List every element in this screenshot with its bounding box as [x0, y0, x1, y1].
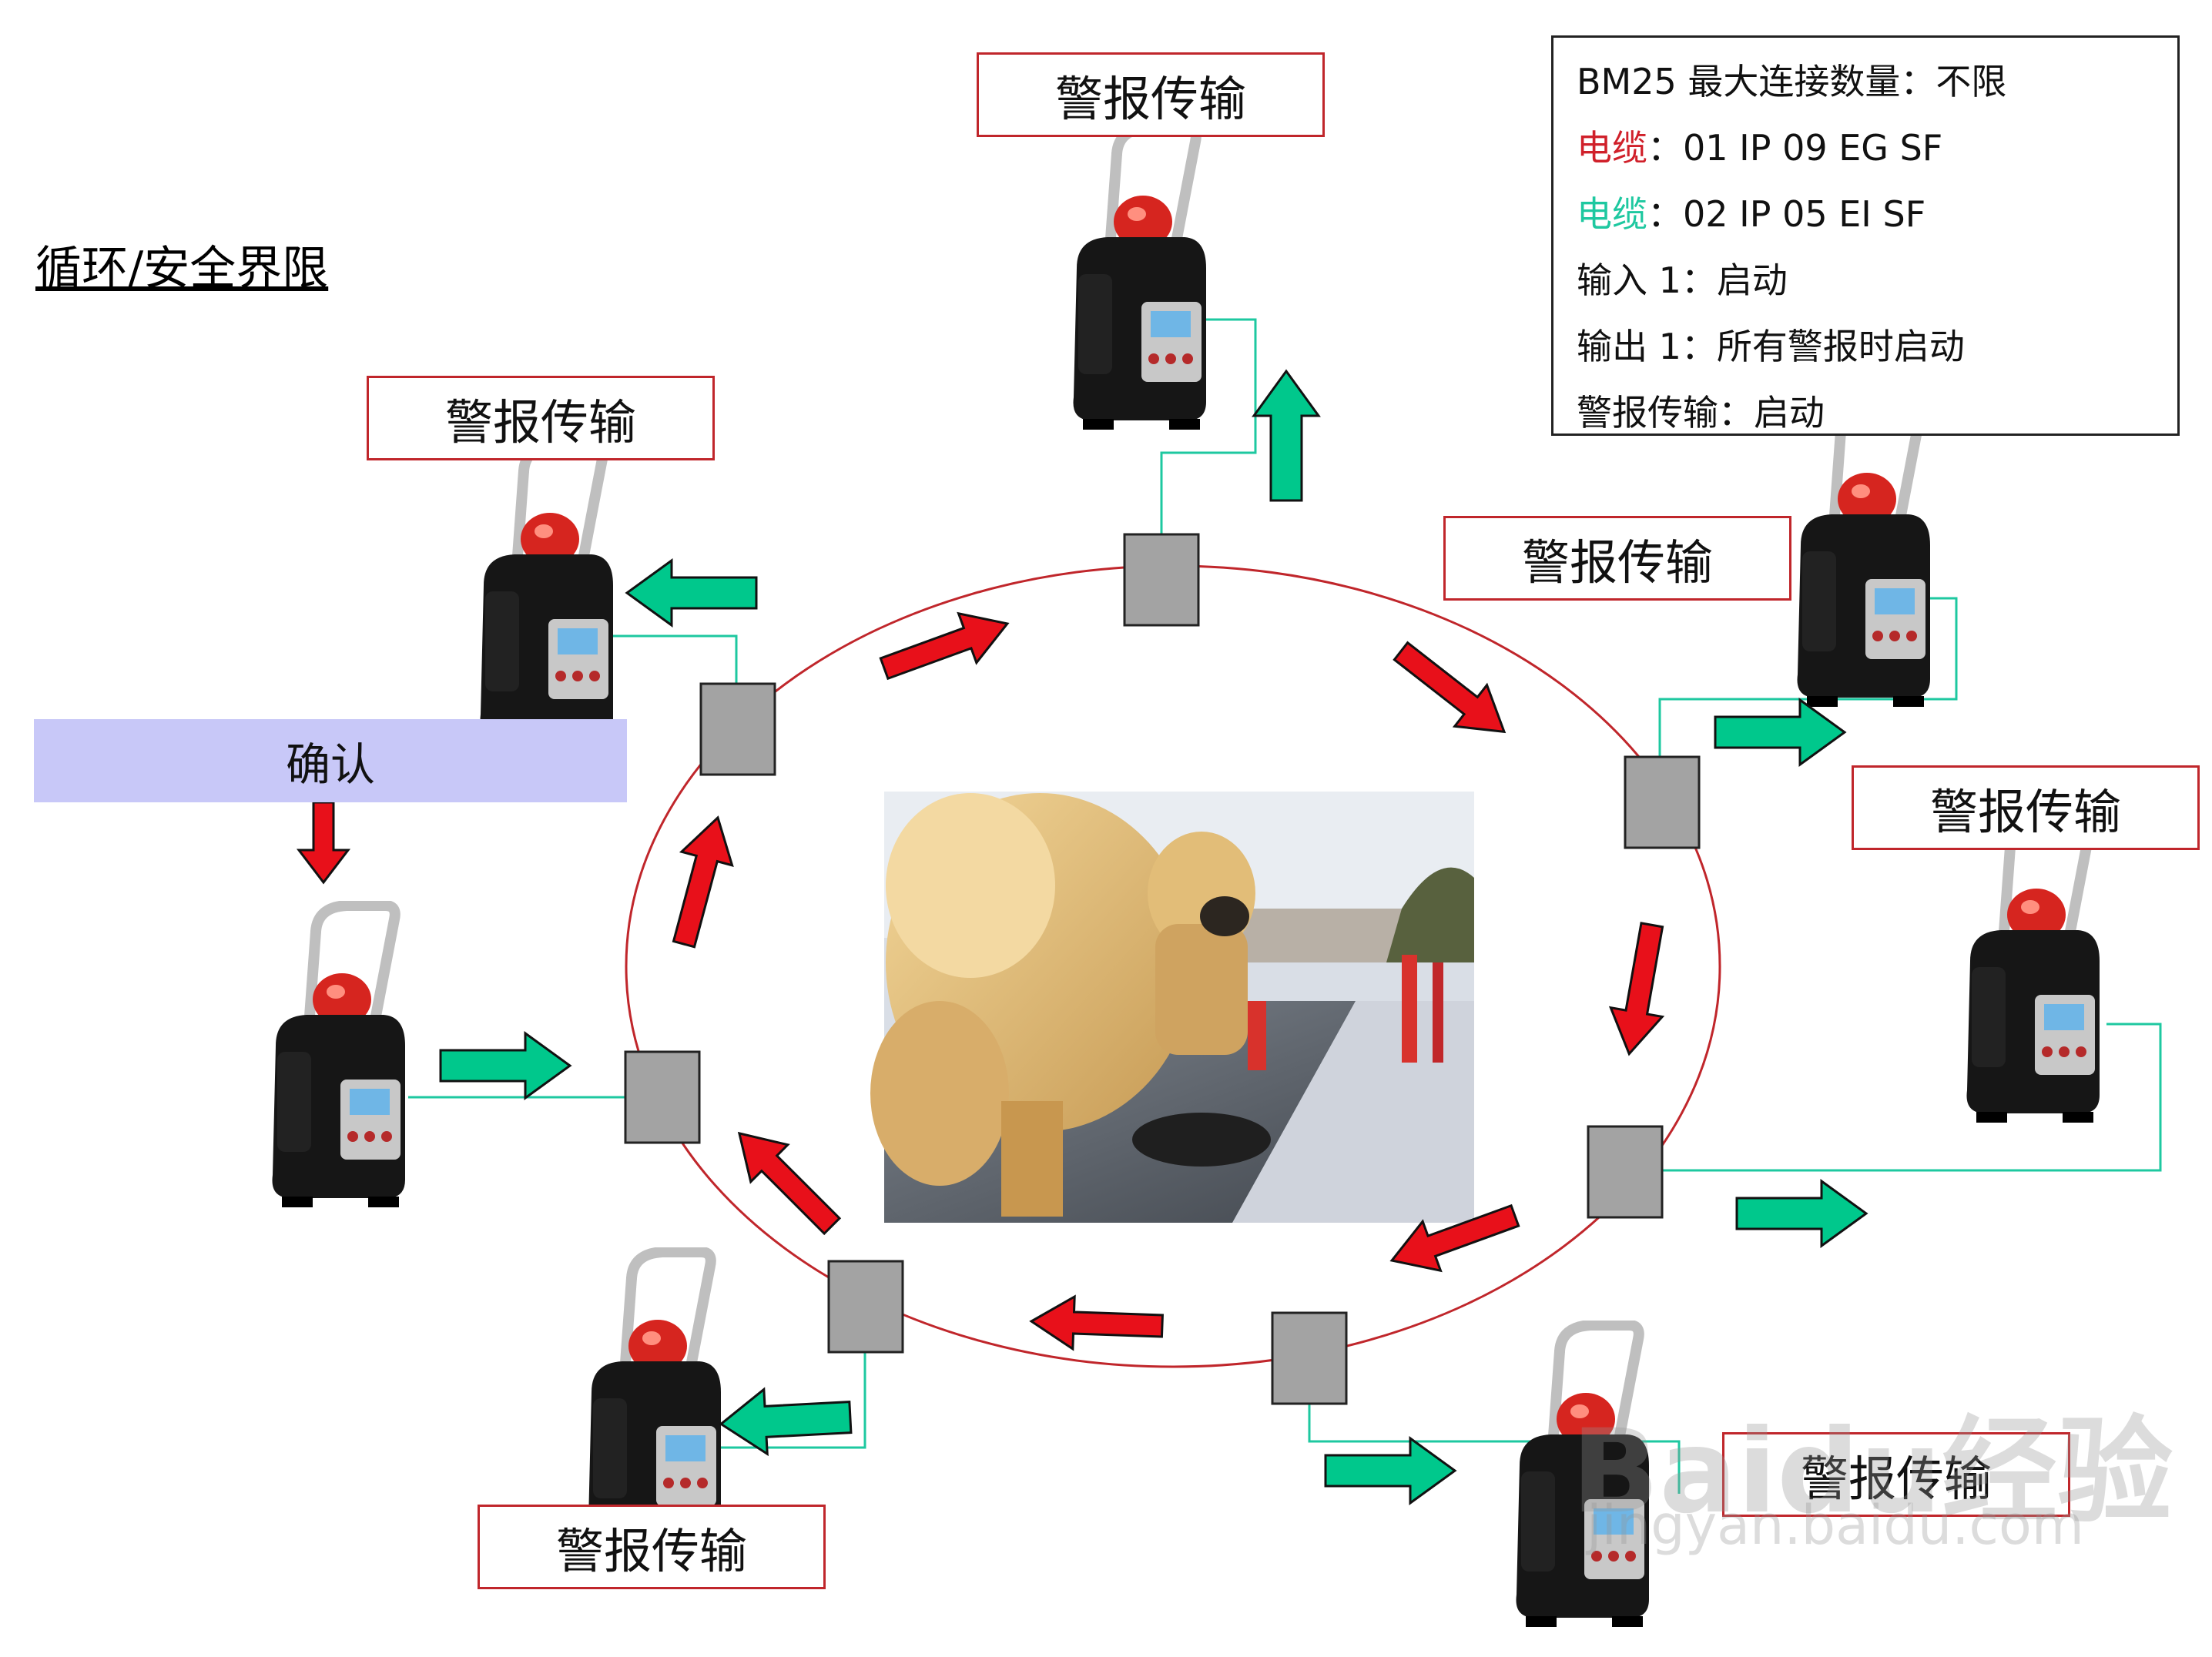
gas-detector-device	[1798, 405, 1931, 707]
ring-node	[1123, 533, 1200, 627]
red-arrow	[1029, 1294, 1164, 1351]
red-arrow	[737, 1131, 842, 1236]
info-max-connections: BM25 最大连接数量：不限	[1577, 61, 2007, 102]
photo-hazmat-workers	[870, 792, 1474, 1223]
cable-2-code: 02 IP 05 EI SF	[1683, 193, 1926, 235]
red-arrows	[296, 611, 1665, 1351]
watermark-url: jingyan.baidu.com	[1587, 1494, 2084, 1557]
gas-detector-device	[481, 445, 614, 747]
ring-nodes	[624, 533, 1701, 1405]
ring-node	[1271, 1311, 1348, 1405]
alarm-transmission-label: 警报传输	[478, 1505, 826, 1589]
green-arrows	[439, 369, 1868, 1505]
ring-node	[1587, 1125, 1664, 1219]
alarm-transmission-label: 警报传输	[1852, 765, 2200, 850]
red-arrow	[672, 815, 734, 949]
red-arrow	[1393, 641, 1507, 734]
cable-1-code: 01 IP 09 EG SF	[1683, 127, 1943, 169]
ring-node	[1624, 755, 1701, 849]
cable-2-word: 电缆	[1577, 193, 1647, 235]
ring-node	[827, 1260, 904, 1354]
info-panel: BM25 最大连接数量：不限 电缆：01 IP 09 EG SF 电缆：02 I…	[1551, 35, 2180, 436]
gas-detector-device	[1967, 821, 2100, 1123]
cable-1-sep: ：	[1647, 127, 1683, 169]
red-arrow	[1389, 1203, 1520, 1273]
alarm-transmission-label: 警报传输	[367, 376, 715, 460]
info-cable-2: 电缆：02 IP 05 EI SF	[1577, 181, 2177, 247]
info-input-1: 输入 1：启动	[1577, 259, 1788, 301]
gas-detector-device	[1074, 128, 1207, 430]
green-arrow	[439, 1031, 572, 1100]
green-arrow	[719, 1387, 853, 1457]
green-arrow	[1714, 698, 1847, 767]
cable-lines	[408, 318, 2162, 1494]
ring-node	[699, 682, 776, 776]
info-alarm-transmission: 警报传输：启动	[1577, 392, 1825, 433]
green-arrow	[1735, 1179, 1868, 1248]
green-arrow	[625, 558, 758, 628]
red-arrow	[1608, 922, 1665, 1056]
confirm-label: 确认	[34, 719, 627, 802]
cable-1-word: 电缆	[1577, 127, 1647, 169]
info-cable-1: 电缆：01 IP 09 EG SF	[1577, 115, 2177, 181]
diagram-title: 循环/安全界限	[35, 242, 329, 296]
gas-detector-device	[273, 905, 406, 1207]
green-arrow	[1324, 1436, 1457, 1505]
cable-2-sep: ：	[1647, 193, 1683, 235]
info-output-1: 输出 1：所有警报时启动	[1577, 326, 1965, 367]
red-arrow	[879, 611, 1010, 681]
green-arrow	[1252, 369, 1321, 502]
alarm-transmission-label: 警报传输	[977, 52, 1325, 137]
ring-node	[624, 1050, 701, 1144]
red-arrow	[296, 801, 351, 885]
watermark-logo: Baidu经验	[1571, 1405, 2173, 1539]
alarm-transmission-label: 警报传输	[1722, 1432, 2070, 1517]
alarm-transmission-label: 警报传输	[1443, 516, 1791, 601]
